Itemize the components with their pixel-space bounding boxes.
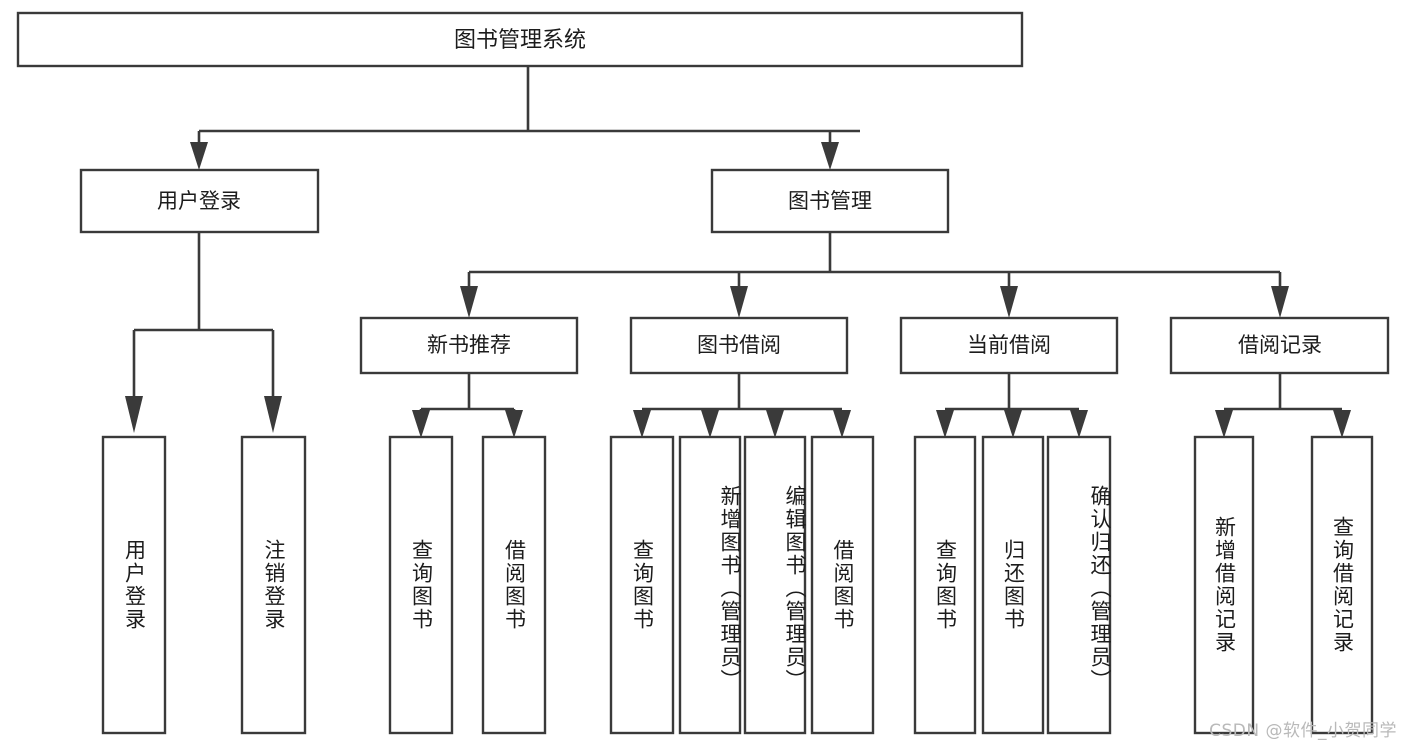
node-book-management[interactable]: 图书管理 [710,168,950,234]
borrow-record-label: 借阅记录 [1238,333,1322,357]
new-book-recommend-box[interactable] [359,316,579,375]
watermark: CSDN @软件_小贺同学 [1209,721,1397,741]
node-new-book-recommend[interactable]: 新书推荐 [359,316,579,375]
book-management-label: 图书管理 [788,189,872,213]
arrowhead-new-book [460,286,478,318]
arrowhead-borrow-record [1271,286,1289,318]
leaf-box-borrow-borrow-book[interactable] [810,435,875,735]
arrowhead-currentborrow-leaf-3 [1070,410,1088,438]
leaf-box-newbook-query-book[interactable] [388,435,454,735]
root-label: 图书管理系统 [454,28,586,53]
arrowhead-borrowrecord-leaf-2 [1333,410,1351,438]
arrowhead-bookborrow-leaf-4 [833,410,851,438]
leaf-box-current-confirm-return[interactable] [1046,435,1112,735]
node-root[interactable]: 图书管理系统 [16,11,1024,68]
user-login-label: 用户登录 [157,189,241,213]
arrowhead-bookborrow-leaf-3 [766,410,784,438]
leaf-box-borrow-add-book[interactable] [678,435,742,735]
node-borrow-record[interactable]: 借阅记录 [1169,316,1390,375]
root-box[interactable] [16,11,1024,68]
leaf-box-borrow-query-book[interactable] [609,435,675,735]
leaf-box-current-query-book[interactable] [913,435,977,735]
leaf-box-record-query[interactable] [1310,435,1374,735]
book-borrow-label: 图书借阅 [697,333,781,357]
book-borrow-box[interactable] [629,316,849,375]
node-current-borrow[interactable]: 当前借阅 [899,316,1119,375]
arrowhead-bookborrow-leaf-2 [701,410,719,438]
arrowhead-currentborrow-leaf-1 [936,410,954,438]
arrowhead-leaf-logout [264,396,282,433]
arrowhead-bookborrow-leaf-1 [633,410,651,438]
borrow-record-box[interactable] [1169,316,1390,375]
leaf-box-record-add[interactable] [1193,435,1255,735]
new-book-recommend-label: 新书推荐 [427,333,511,357]
arrowhead-newbook-leaf-1 [412,410,430,438]
arrowhead-current-borrow [1000,286,1018,318]
current-borrow-label: 当前借阅 [967,333,1051,357]
leaf-box-logout[interactable] [240,435,307,735]
leaf-box-user-login[interactable] [101,435,167,735]
node-book-borrow[interactable]: 图书借阅 [629,316,849,375]
arrowhead-user-login [190,142,208,170]
leaf-box-layer [101,435,1374,735]
arrowhead-leaf-user-login [125,396,143,433]
leaf-box-current-return-book[interactable] [981,435,1045,735]
user-login-box[interactable] [79,168,320,234]
arrowhead-borrowrecord-leaf-1 [1215,410,1233,438]
connector-layer [125,66,1351,438]
arrowhead-currentborrow-leaf-2 [1004,410,1022,438]
node-user-login[interactable]: 用户登录 [79,168,320,234]
leaf-box-newbook-borrow-book[interactable] [481,435,547,735]
arrowhead-book-borrow [730,286,748,318]
current-borrow-box[interactable] [899,316,1119,375]
book-management-box[interactable] [710,168,950,234]
leaf-box-borrow-edit-book[interactable] [743,435,807,735]
arrowhead-newbook-leaf-2 [505,410,523,438]
arrowhead-book-mgmt [821,142,839,170]
